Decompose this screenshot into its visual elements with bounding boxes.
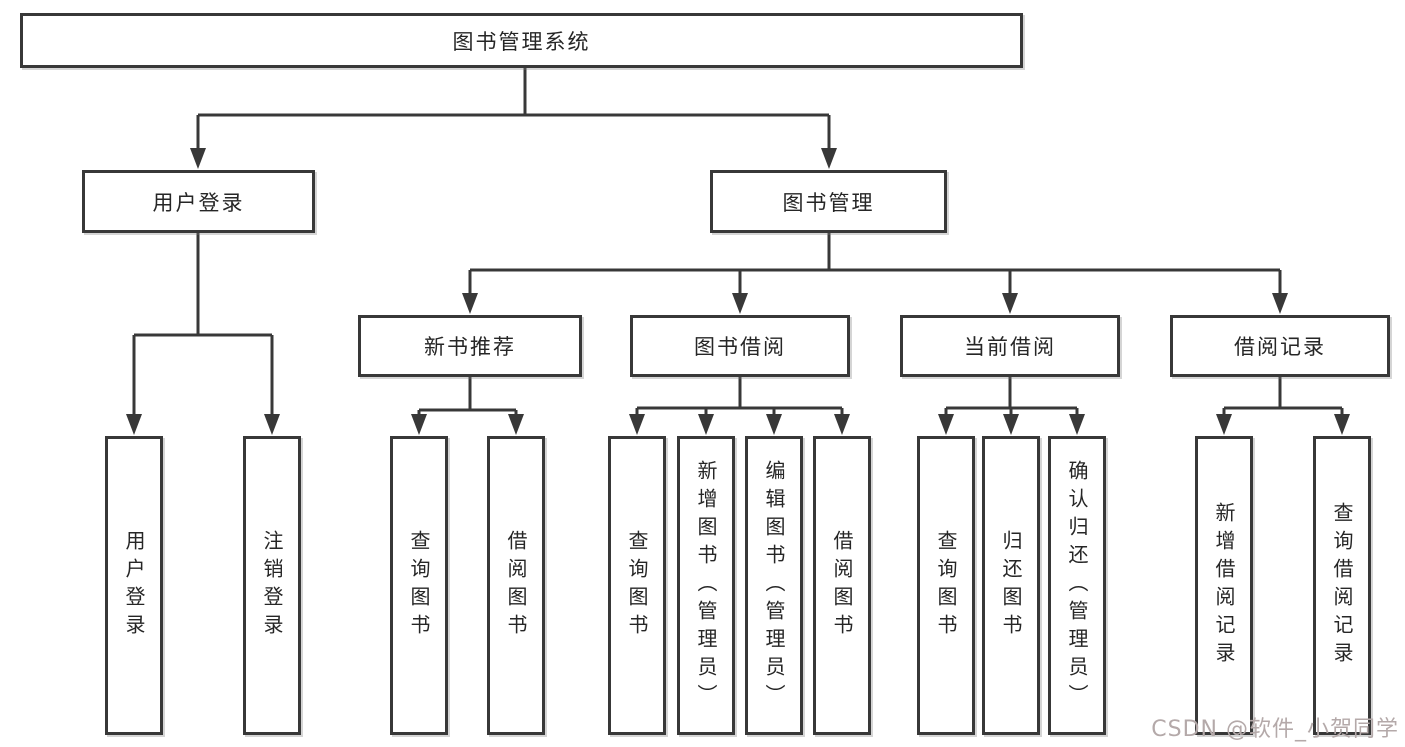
node-label: 用户登录 (152, 190, 245, 215)
node-borrowing-records: 借阅记录 (1170, 315, 1390, 377)
leaf-return-books: 归还图书 (982, 436, 1040, 735)
leaf-user-login: 用户登录 (105, 436, 163, 735)
leaf-borrow-books-recommendation: 借阅图书 (487, 436, 545, 735)
leaf-confirm-return-admin: 确认归还（管理员） (1048, 436, 1106, 735)
leaf-edit-books-admin: 编辑图书（管理员） (745, 436, 803, 735)
leaf-label: 借阅图书 (830, 529, 854, 642)
node-book-management: 图书管理 (710, 170, 947, 233)
node-label: 借阅记录 (1234, 335, 1326, 359)
leaf-label: 查询借阅记录 (1330, 501, 1354, 670)
leaf-label: 注销登录 (260, 529, 284, 642)
leaf-label: 查询图书 (407, 529, 431, 642)
leaf-label: 用户登录 (122, 529, 146, 642)
leaf-label: 借阅图书 (504, 529, 528, 642)
csdn-watermark: CSDN @软件_小贺同学 (1151, 717, 1399, 742)
leaf-borrow-books: 借阅图书 (813, 436, 871, 735)
node-library-management-system: 图书管理系统 (20, 13, 1023, 68)
leaf-query-books-current: 查询图书 (917, 436, 975, 735)
leaf-label: 归还图书 (999, 529, 1023, 642)
leaf-logout: 注销登录 (243, 436, 301, 735)
node-label: 图书借阅 (694, 335, 786, 359)
node-user-login: 用户登录 (82, 170, 315, 233)
leaf-add-books-admin: 新增图书（管理员） (677, 436, 735, 735)
leaf-query-borrow-record: 查询借阅记录 (1313, 436, 1371, 735)
leaf-label: 查询图书 (934, 529, 958, 642)
leaf-add-borrow-record: 新增借阅记录 (1195, 436, 1253, 735)
node-label: 新书推荐 (424, 335, 516, 359)
node-new-book-recommendation: 新书推荐 (358, 315, 582, 377)
leaf-query-books-borrowing: 查询图书 (608, 436, 666, 735)
connector-lines (132, 68, 1344, 418)
leaf-label: 新增图书（管理员） (694, 459, 718, 712)
node-label: 当前借阅 (964, 335, 1056, 359)
leaf-label: 确认归还（管理员） (1065, 459, 1089, 712)
leaf-label: 编辑图书（管理员） (762, 459, 786, 712)
node-label: 图书管理 (782, 190, 875, 215)
leaf-label: 新增借阅记录 (1212, 501, 1236, 670)
node-label: 图书管理系统 (452, 29, 591, 54)
leaf-label: 查询图书 (625, 529, 649, 642)
leaf-query-books-recommendation: 查询图书 (390, 436, 448, 735)
node-current-borrowing: 当前借阅 (900, 315, 1120, 377)
node-book-borrowing: 图书借阅 (630, 315, 850, 377)
